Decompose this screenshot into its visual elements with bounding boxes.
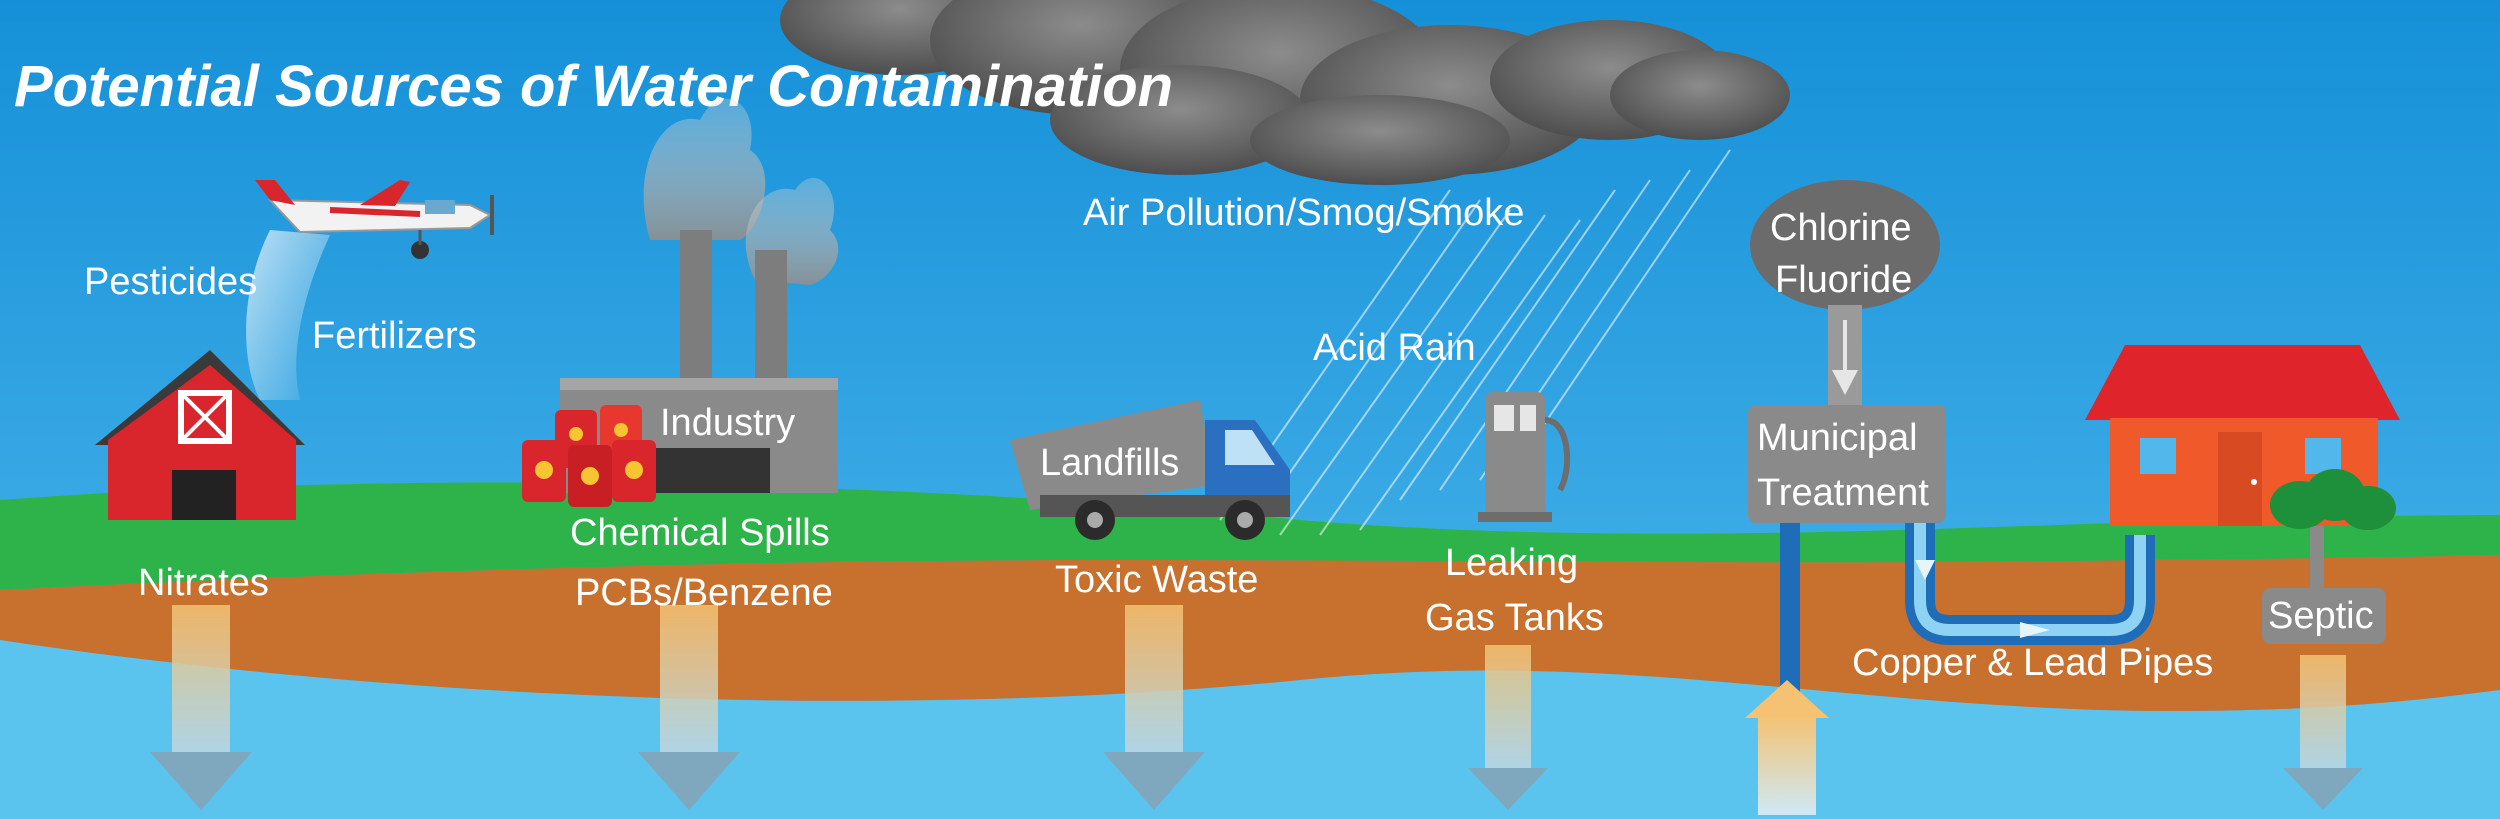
pcbs-benzene-label: PCBs/Benzene — [575, 572, 833, 614]
diagram-title: Potential Sources of Water Contamination — [14, 54, 1173, 119]
acid-rain-label: Acid Rain — [1313, 327, 1476, 369]
nitrates-label: Nitrates — [138, 562, 269, 604]
treatment-label: Treatment — [1757, 472, 1929, 514]
industry-label: Industry — [660, 402, 795, 444]
fertilizers-label: Fertilizers — [312, 315, 477, 357]
toxic-waste-label: Toxic Waste — [1055, 559, 1258, 601]
landfills-label: Landfills — [1040, 442, 1179, 484]
gas-tanks-label: Gas Tanks — [1425, 597, 1604, 639]
leaking-label: Leaking — [1445, 542, 1578, 584]
municipal-label: Municipal — [1757, 417, 1918, 459]
septic-label: Septic — [2268, 595, 2374, 637]
chemical-spills-label: Chemical Spills — [570, 512, 830, 554]
pesticides-label: Pesticides — [84, 261, 257, 303]
chlorine-label: Chlorine — [1770, 207, 1912, 249]
copper-lead-pipes-label: Copper & Lead Pipes — [1852, 642, 2213, 684]
fluoride-label: Fluoride — [1775, 259, 1912, 301]
air-pollution-label: Air Pollution/Smog/Smoke — [1083, 192, 1524, 234]
